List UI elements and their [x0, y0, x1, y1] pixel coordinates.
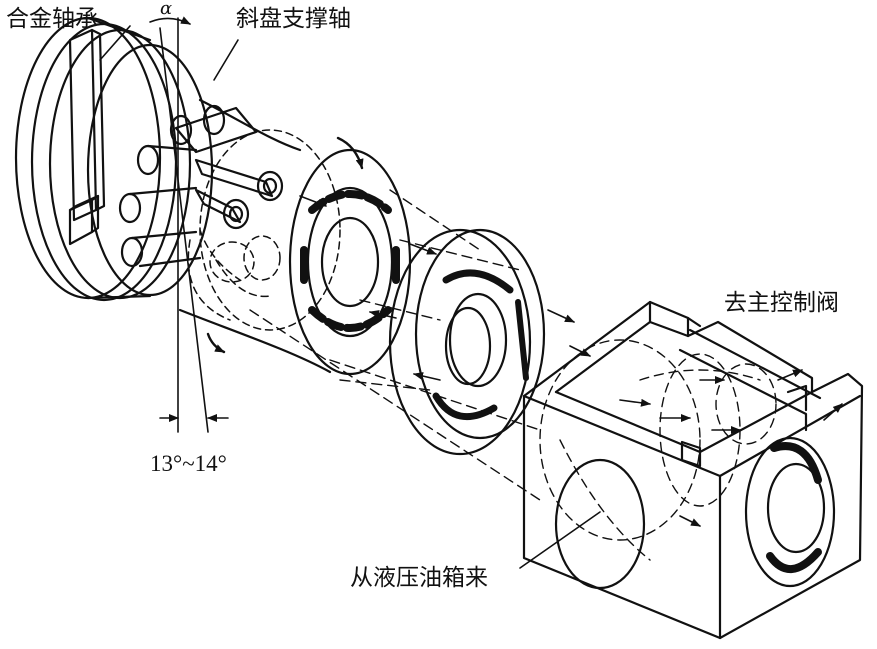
label-angle-range: 13°~14°	[150, 451, 227, 476]
alloy-bearing	[70, 30, 104, 220]
cylinder-bore-hidden-lines	[188, 130, 340, 330]
swashplate-shaft-leader	[214, 40, 238, 80]
piston-rods	[120, 106, 282, 266]
label-swashplate-shaft: 斜盘支撑轴	[236, 6, 351, 32]
flow-arrows	[300, 196, 842, 526]
cylinder-block	[180, 100, 410, 374]
label-from-tank: 从液压油箱来	[350, 565, 488, 591]
label-to-main-valve: 去主控制阀	[724, 290, 839, 316]
valve-body	[524, 302, 862, 638]
rear-housing	[16, 18, 212, 300]
valve-plate	[390, 230, 544, 454]
alloy-bearing-leader	[100, 26, 130, 60]
label-alloy-bearing: 合金轴承	[6, 6, 98, 32]
valve-body-hidden-lines	[540, 340, 776, 560]
swash-angle-lines	[150, 16, 228, 432]
rotation-arrow-top	[338, 138, 364, 168]
label-alpha: α	[160, 0, 173, 19]
from-tank-leader	[520, 512, 600, 568]
rotation-arrow-bottom	[208, 334, 224, 352]
flow-paths	[250, 190, 540, 500]
